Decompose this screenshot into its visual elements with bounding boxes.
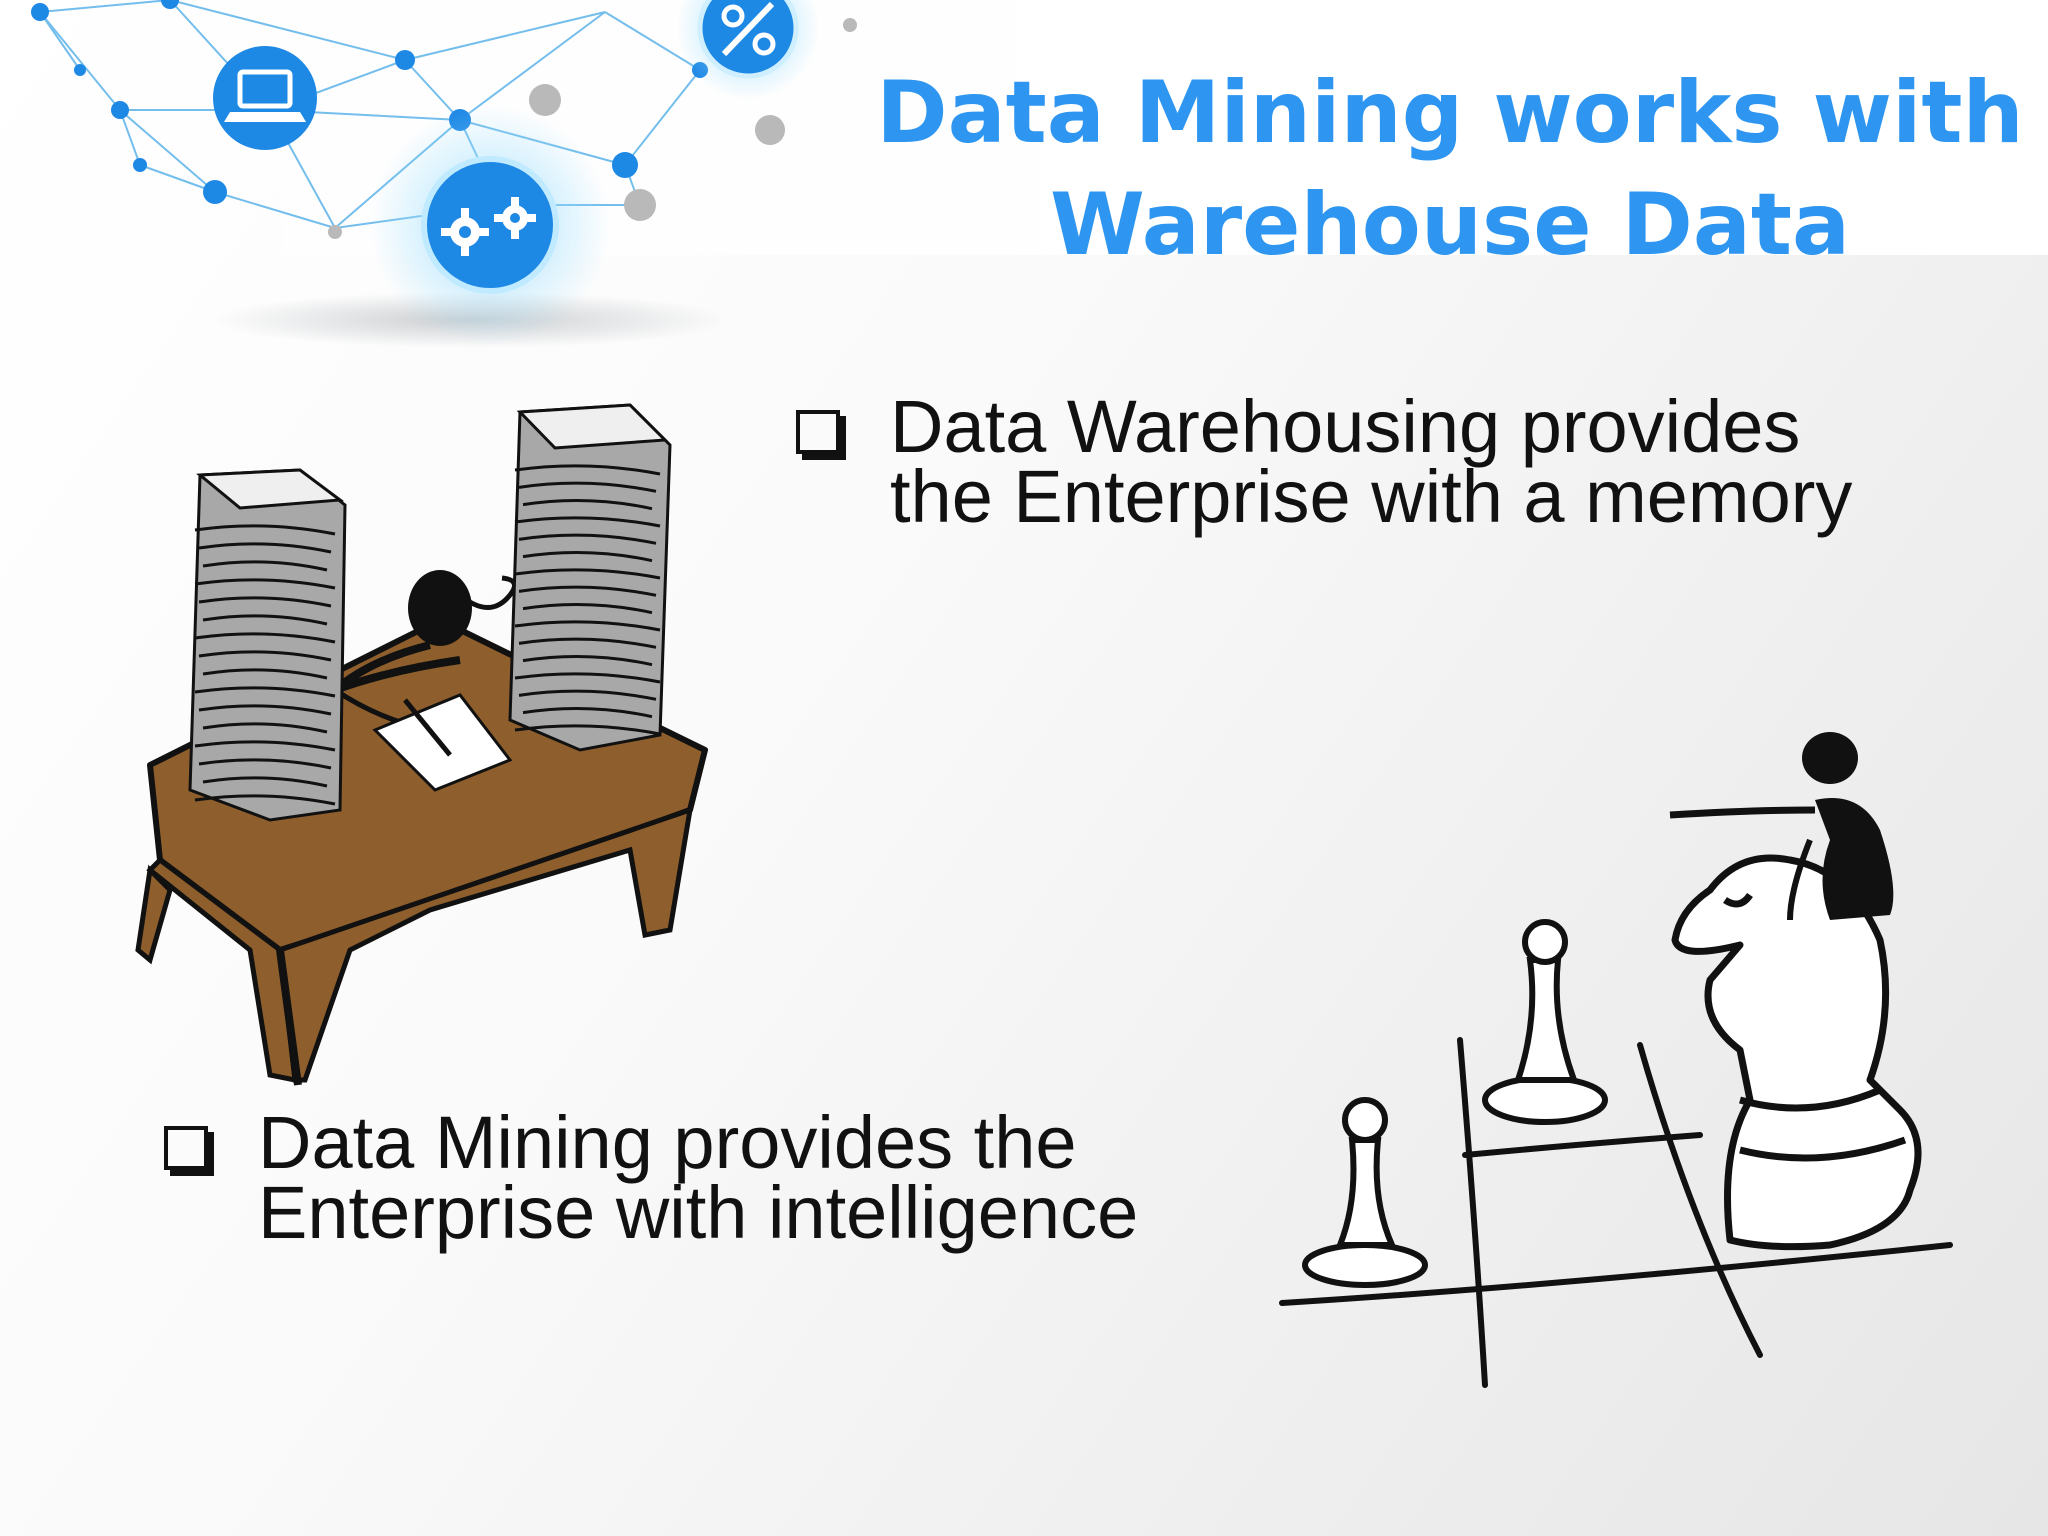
title-band	[0, 0, 2048, 255]
bullet-mining: Data Mining provides the Enterprise with…	[164, 1106, 1264, 1268]
paper-sheet-edge	[194, 632, 336, 644]
paper-sheet-edge	[202, 668, 328, 680]
bullet-line-1: Data Mining provides the	[258, 1101, 1077, 1184]
paper-sheet-edge	[522, 707, 653, 719]
paper-sheet-edge	[522, 551, 653, 563]
paper-sheet-edge	[514, 724, 661, 736]
slide-title: Data Mining works with Warehouse Data	[860, 58, 2040, 282]
paper-sheet-edge	[194, 524, 336, 536]
paper-sheet-edge	[514, 620, 661, 632]
paper-sheet-edge	[518, 585, 657, 597]
bullet-text: Data Warehousing provides the Enterprise…	[890, 390, 1852, 534]
paper-sheet-edge	[198, 758, 332, 770]
paper-sheet-edge	[522, 603, 653, 615]
bullet-line-2: the Enterprise with a memory	[890, 455, 1853, 539]
paper-sheet-edge	[514, 568, 661, 580]
paper-sheet-edge	[198, 704, 332, 716]
paper-sheet-edge	[522, 499, 653, 511]
paper-sheet-edge	[202, 722, 328, 734]
paper-sheet-edge	[198, 542, 332, 554]
chess-strategy-illustration	[1279, 732, 1953, 1388]
bullet-text: Data Mining provides the Enterprise with…	[258, 1106, 1138, 1250]
paper-sheet-edge	[194, 686, 336, 698]
title-line-1: Data Mining works with	[876, 63, 2024, 163]
paper-sheet-edge	[194, 740, 336, 752]
paper-sheet-edge	[522, 655, 653, 667]
paper-sheet-edge	[518, 637, 657, 649]
bullet-line-2: Enterprise with intelligence	[258, 1171, 1139, 1255]
laptop-icon	[213, 46, 317, 150]
checkbox-bullet-icon	[164, 1126, 208, 1170]
paper-sheet-edge	[198, 650, 332, 662]
paper-sheet-edge	[514, 516, 661, 528]
paper-sheet-edge	[518, 481, 657, 493]
paper-sheet-edge	[194, 794, 336, 806]
paper-sheet-edge	[202, 614, 328, 626]
paper-sheet-edge	[518, 533, 657, 545]
checkbox-bullet-icon	[796, 410, 840, 454]
paper-sheet-edge	[202, 776, 328, 788]
title-line-2: Warehouse Data	[1049, 174, 1851, 275]
network-graphic	[31, 0, 857, 348]
paper-sheet-edge	[202, 560, 328, 572]
paper-sheet-edge	[194, 578, 336, 590]
percent-icon	[676, 0, 820, 100]
desk-paper-stacks-illustration	[135, 403, 708, 1086]
bullet-warehousing: Data Warehousing provides the Enterprise…	[796, 390, 1996, 552]
bullet-line-1: Data Warehousing provides	[890, 385, 1801, 468]
paper-sheet-edge	[514, 464, 661, 476]
gears-icon	[370, 105, 610, 345]
paper-sheet-edge	[518, 689, 657, 701]
paper-sheet-edge	[514, 672, 661, 684]
paper-sheet-edge	[198, 596, 332, 608]
